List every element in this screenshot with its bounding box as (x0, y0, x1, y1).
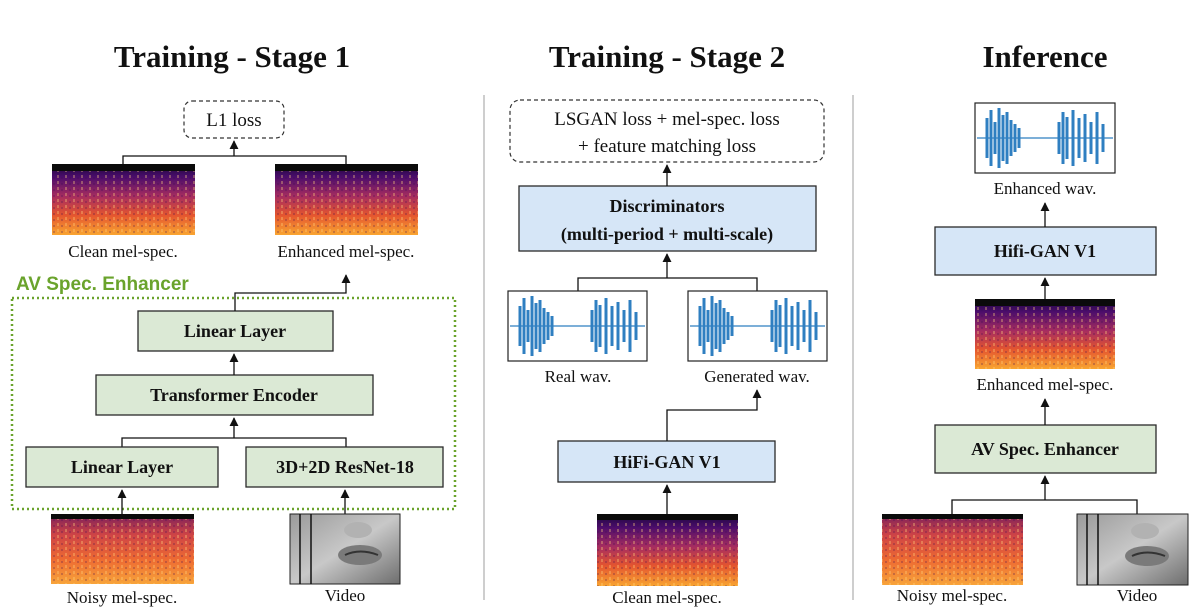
linear-layer-bottom-label: Linear Layer (71, 457, 173, 477)
generated-wav-label: Generated wav. (704, 367, 810, 386)
linear-layer-top (137, 310, 334, 352)
title-stage1: Training - Stage 1 (114, 39, 350, 74)
noisy-spec-label: Noisy mel-spec. (67, 588, 177, 607)
linear-layer-bottom (25, 446, 219, 488)
title-stage2: Training - Stage 2 (549, 39, 785, 74)
hifigan-label-stage2: HiFi-GAN V1 (613, 452, 720, 472)
enhanced-wav-label: Enhanced wav. (994, 179, 1097, 198)
gan-loss-line2: + feature matching loss (578, 136, 756, 157)
linear-layer-top-label: Linear Layer (184, 321, 286, 341)
connector-l1 (122, 155, 347, 164)
l1-loss-label: L1 loss (206, 110, 261, 131)
connector-inference-inputs (951, 499, 1138, 514)
connector-wavs (577, 277, 758, 291)
clean-spec-label-stage2: Clean mel-spec. (612, 588, 722, 607)
clean-spec-image-stage2 (597, 514, 738, 586)
video-frames-image (289, 513, 401, 585)
connector-fusion (121, 437, 347, 447)
discriminators-label-line2: (multi-period + multi-scale) (561, 224, 773, 245)
noisy-spec-image-inference (882, 514, 1023, 585)
title-inference: Inference (982, 39, 1107, 74)
av-enhancer-block-inference (934, 424, 1157, 474)
hifigan-block-inference (934, 226, 1157, 276)
video-frames-image-inference (1076, 513, 1189, 586)
resnet-block (245, 446, 444, 488)
av-enhancer-label-inference: AV Spec. Enhancer (971, 439, 1119, 459)
real-wav-image (507, 290, 648, 362)
arrow-to-enhanced-spec (234, 274, 351, 311)
enhanced-spec-label: Enhanced mel-spec. (278, 242, 415, 261)
gan-loss-line1: LSGAN loss + mel-spec. loss (554, 109, 780, 130)
l1-loss-box (183, 100, 285, 139)
av-enhancer-label: AV Spec. Enhancer (16, 274, 189, 295)
generated-wav-image (687, 290, 828, 362)
resnet-block-label: 3D+2D ResNet-18 (276, 457, 414, 477)
discriminators-label-line1: Discriminators (610, 196, 725, 216)
transformer-encoder (95, 374, 374, 416)
video-label-inference: Video (1117, 586, 1158, 605)
enhanced-spec-image-inference (975, 299, 1115, 369)
noisy-spec-image (51, 514, 194, 584)
discriminators-block (518, 185, 817, 252)
enhanced-spec-image (275, 164, 418, 235)
enhanced-spec-label-inference: Enhanced mel-spec. (977, 375, 1114, 394)
real-wav-label: Real wav. (545, 367, 612, 386)
hifigan-label-inference: Hifi-GAN V1 (994, 241, 1096, 261)
transformer-encoder-label: Transformer Encoder (150, 385, 318, 405)
gan-loss-box (509, 99, 825, 163)
arrow-hifigan-to-generated (666, 389, 762, 441)
clean-spec-image (52, 164, 195, 235)
enhanced-wav-image (974, 102, 1116, 174)
av-enhancer-container (10, 296, 457, 511)
clean-spec-label: Clean mel-spec. (68, 242, 178, 261)
video-label: Video (325, 586, 366, 605)
noisy-spec-label-inference: Noisy mel-spec. (897, 586, 1007, 605)
